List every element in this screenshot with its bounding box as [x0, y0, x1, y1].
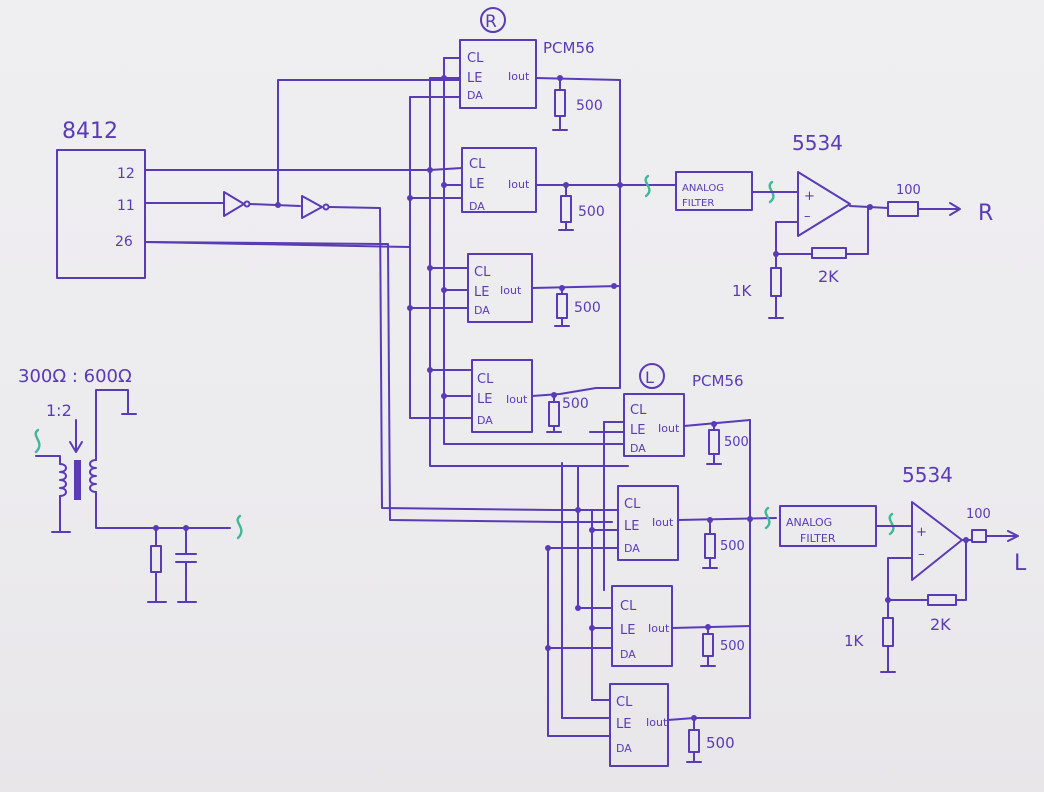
left-dac-stack: L PCM56 CL LE DA Iout 500 CL LE DA Iout …: [545, 363, 777, 767]
svg-text:CL: CL: [620, 599, 637, 614]
right-filter-label-2: FILTER: [682, 198, 714, 209]
left-ground-1k: 1K: [844, 632, 865, 650]
right-dac-part: PCM56: [543, 39, 595, 57]
svg-text:LE: LE: [616, 717, 631, 732]
svg-text:DA: DA: [474, 304, 490, 317]
svg-text:CL: CL: [624, 497, 641, 512]
svg-text:DA: DA: [467, 89, 483, 102]
svg-text:Iout: Iout: [508, 70, 530, 83]
right-output-label: R: [978, 201, 993, 226]
receiver-ic-8412: 8412 12 11 26: [56, 119, 146, 279]
receiver-pin-11: 11: [117, 198, 135, 214]
svg-text:500: 500: [720, 539, 745, 554]
svg-text:Iout: Iout: [652, 516, 674, 529]
left-channel-marker: L: [645, 368, 654, 387]
svg-text:Iout: Iout: [648, 622, 670, 635]
svg-text:500: 500: [720, 639, 745, 654]
receiver-wires: [144, 169, 613, 523]
svg-text:LE: LE: [477, 392, 492, 407]
svg-text:CL: CL: [467, 51, 484, 66]
receiver-ic-label: 8412: [62, 119, 118, 144]
svg-text:CL: CL: [630, 403, 647, 418]
svg-text:DA: DA: [469, 200, 485, 213]
svg-text:Iout: Iout: [500, 284, 522, 297]
left-filter-label-1: ANALOG: [786, 516, 832, 529]
right-opamp-part: 5534: [792, 131, 843, 155]
le-clock-wire: [277, 79, 461, 206]
svg-text:CL: CL: [474, 265, 491, 280]
svg-text:LE: LE: [467, 71, 482, 86]
transformer-impedance: 300Ω : 600Ω: [18, 366, 132, 387]
left-output-resistor: 100: [966, 507, 991, 522]
svg-text:DA: DA: [630, 442, 646, 455]
svg-text:Iout: Iout: [508, 178, 530, 191]
right-feedback-2k: 2K: [818, 267, 839, 286]
inverter-1: [223, 191, 301, 217]
svg-text:500: 500: [574, 300, 601, 316]
receiver-pin-26: 26: [115, 234, 133, 250]
left-filter-label-2: FILTER: [800, 532, 836, 545]
right-dac-stack: R PCM56 CL LE DA Iout 500 CL LE DA Iout …: [407, 7, 677, 591]
left-dac-part: PCM56: [692, 372, 744, 390]
right-channel-marker: R: [485, 12, 497, 32]
svg-text:DA: DA: [477, 414, 493, 427]
svg-text:Iout: Iout: [646, 716, 668, 729]
svg-text:–: –: [804, 209, 811, 224]
svg-text:LE: LE: [620, 623, 635, 638]
svg-text:CL: CL: [616, 695, 633, 710]
svg-text:DA: DA: [620, 648, 636, 661]
svg-text:LE: LE: [474, 285, 489, 300]
svg-text:+: +: [804, 189, 815, 204]
left-output-stage: ANALOG FILTER 5534 + – 2K 1K 100 L: [764, 463, 1027, 673]
right-ground-1k: 1K: [732, 282, 753, 300]
svg-text:–: –: [918, 547, 925, 562]
svg-text:+: +: [916, 525, 927, 540]
svg-text:LE: LE: [469, 177, 484, 192]
inverter-2: [301, 195, 601, 511]
svg-text:Iout: Iout: [506, 393, 528, 406]
left-feedback-2k: 2K: [930, 615, 951, 634]
svg-text:500: 500: [578, 204, 605, 220]
transformer-ratio: 1:2: [46, 401, 72, 420]
input-transformer: 300Ω : 600Ω 1:2: [18, 366, 243, 603]
svg-text:500: 500: [562, 396, 589, 412]
svg-text:CL: CL: [469, 157, 486, 172]
svg-text:500: 500: [576, 98, 603, 114]
right-filter-label-1: ANALOG: [682, 183, 724, 194]
svg-text:LE: LE: [624, 519, 639, 534]
left-output-label: L: [1014, 551, 1027, 576]
svg-text:DA: DA: [616, 742, 632, 755]
svg-text:CL: CL: [477, 372, 494, 387]
right-output-resistor: 100: [896, 183, 921, 198]
left-opamp-part: 5534: [902, 463, 953, 487]
svg-text:DA: DA: [624, 542, 640, 555]
receiver-pin-12: 12: [117, 166, 135, 182]
svg-text:Iout: Iout: [658, 422, 680, 435]
right-output-stage: ANALOG FILTER 5534 + – 2K 1K 100 R: [644, 131, 993, 319]
svg-text:500: 500: [706, 734, 735, 752]
svg-text:LE: LE: [630, 423, 645, 438]
svg-text:500: 500: [724, 435, 749, 450]
